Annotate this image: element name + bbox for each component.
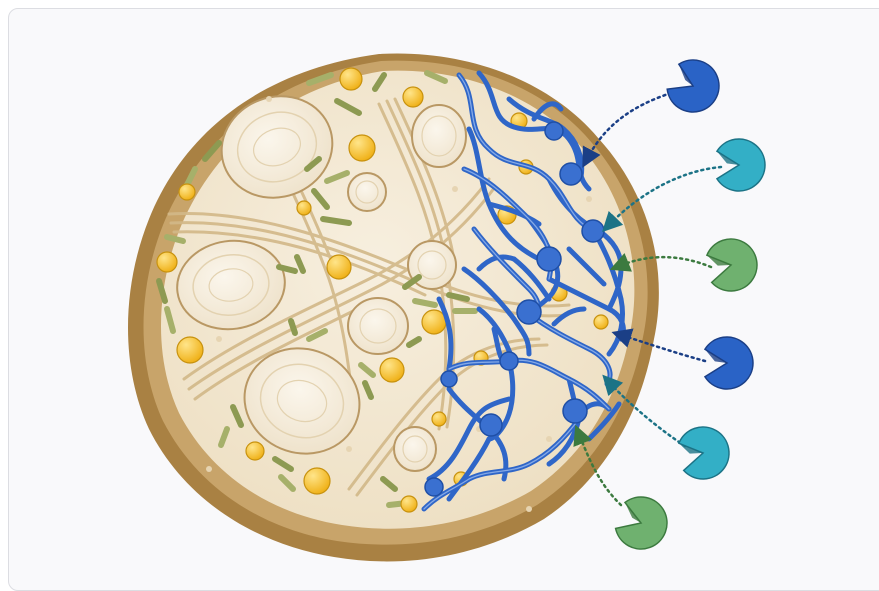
pacman-enzyme-icon — [707, 239, 757, 291]
pacman-enzyme-icon — [705, 337, 753, 389]
cell — [348, 298, 408, 354]
droplet — [340, 68, 362, 90]
enzyme-body — [705, 337, 753, 389]
figure-panel — [8, 8, 879, 591]
enzyme-body — [679, 427, 729, 479]
pacman-enzyme-icon — [616, 497, 667, 549]
pacman-enzyme-icon — [667, 60, 719, 112]
pacman-enzyme-icon — [717, 139, 765, 191]
pacman-enzyme-icon — [679, 427, 729, 479]
enzyme-body — [616, 497, 667, 549]
cell — [412, 105, 466, 167]
enzyme-body — [667, 60, 719, 112]
enzyme-body — [707, 239, 757, 291]
enzyme-body — [717, 139, 765, 191]
tissue-digestion-diagram — [9, 9, 879, 591]
cell — [348, 173, 386, 211]
cell — [394, 427, 436, 471]
